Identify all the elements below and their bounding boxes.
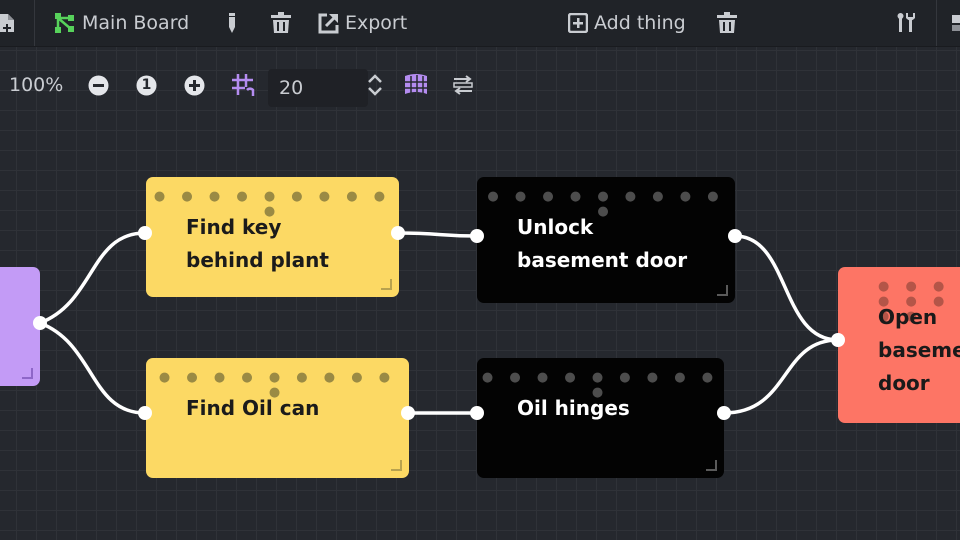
resize-handle[interactable] — [706, 460, 717, 471]
wire-unlock-to-open-door[interactable] — [734, 234, 839, 342]
add-thing-button[interactable]: Add thing — [568, 0, 686, 46]
zoom-out-button[interactable] — [88, 65, 109, 105]
node-unlock-basement-door[interactable]: ● ● ● ● ● ● ● ● ● ● Unlock basement door — [477, 177, 735, 303]
minus-circle-icon — [88, 75, 109, 96]
drag-handle[interactable]: ● ● ● ● ● ● ● ● ● ● — [487, 189, 725, 219]
node-title: Open baseme door — [878, 301, 960, 400]
grid-snap-icon — [231, 73, 255, 97]
wire-start-to-find-oil[interactable] — [39, 321, 146, 415]
port-start-out[interactable] — [33, 316, 47, 330]
plus-circle-icon — [184, 75, 205, 96]
zoom-in-button[interactable] — [184, 65, 205, 105]
zoom-toolbar: 100% 1 — [0, 65, 500, 105]
snap-size-value: 20 — [279, 77, 304, 99]
main-board-button[interactable]: Main Board — [54, 0, 189, 46]
snap-grid-toggle[interactable] — [231, 65, 255, 105]
drag-handle[interactable]: ● ● ● ● ● ● ● ● ● ● — [481, 370, 720, 400]
port-find-key-out[interactable] — [391, 226, 405, 240]
node-open-basement-door[interactable]: ● ● ● ● ● ● ● ● ● ● Open baseme door — [838, 267, 960, 423]
node-title-line: Oil hinges — [517, 396, 630, 420]
node-title-line: Unlock — [517, 215, 594, 239]
node-find-key[interactable]: ● ● ● ● ● ● ● ● ● ● Find key behind plan… — [146, 177, 399, 297]
wire-start-to-find-key[interactable] — [39, 231, 146, 325]
node-title: Oil hinges — [517, 392, 630, 425]
export-button[interactable]: Export — [318, 0, 407, 46]
resize-handle[interactable] — [391, 460, 402, 471]
wire-oil-hinges-to-open-door[interactable] — [723, 338, 839, 415]
delete-thing-trash-icon[interactable] — [717, 0, 737, 46]
resize-handle[interactable] — [717, 285, 728, 296]
port-open-door-in[interactable] — [831, 333, 845, 347]
node-find-oil-can[interactable]: ● ● ● ● ● ● ● ● ● ● Find Oil can — [146, 358, 409, 478]
zoom-level: 100% — [9, 74, 64, 96]
delete-board-trash-icon[interactable] — [271, 0, 291, 46]
align-options-button[interactable] — [452, 65, 474, 105]
rename-pencil-icon[interactable] — [226, 0, 238, 46]
drag-handle[interactable]: ● ● ● ● ● ● ● ● ● ● — [158, 370, 397, 400]
resize-handle[interactable] — [381, 279, 392, 290]
port-unlock-in[interactable] — [470, 229, 484, 243]
node-title-line: Open — [878, 305, 938, 329]
panel-icon[interactable] — [952, 0, 960, 46]
node-oil-hinges[interactable]: ● ● ● ● ● ● ● ● ● ● Oil hinges — [477, 358, 724, 478]
export-label: Export — [345, 12, 408, 34]
zoom-reset-button[interactable]: 1 — [136, 65, 157, 105]
drag-handle[interactable]: ● ● ● ● ● ● ● ● ● ● — [153, 189, 392, 219]
snap-size-spinner[interactable] — [367, 65, 383, 105]
node-title: Find Oil can — [186, 392, 319, 425]
tools-settings-icon[interactable] — [896, 0, 916, 46]
port-oil-hinges-out[interactable] — [717, 406, 731, 420]
port-oil-hinges-in[interactable] — [470, 406, 484, 420]
toolbar-divider — [34, 0, 35, 46]
toolbar-divider-right — [936, 0, 937, 46]
board-canvas[interactable]: 100% 1 20 — [0, 47, 960, 540]
node-title: Unlock basement door — [517, 211, 687, 277]
board-graph-icon — [54, 12, 76, 34]
node-title-line: door — [878, 371, 930, 395]
node-title-line: behind plant — [186, 248, 329, 272]
port-find-oil-out[interactable] — [401, 406, 415, 420]
snap-size-field[interactable]: 20 — [268, 69, 368, 107]
add-thing-label: Add thing — [594, 12, 686, 34]
resize-handle[interactable] — [22, 368, 33, 379]
port-find-key-in[interactable] — [138, 226, 152, 240]
export-icon — [318, 13, 339, 34]
node-title-line: Find key — [186, 215, 282, 239]
align-arrows-icon — [452, 74, 474, 96]
top-toolbar: Main Board Export Add thing — [0, 0, 960, 47]
add-box-icon — [568, 13, 588, 33]
drag-handle[interactable]: ● ● ● ● ● ● ● ● ● ● — [878, 279, 960, 324]
grid-display-icon — [403, 73, 429, 97]
main-board-label: Main Board — [82, 12, 190, 34]
wire-find-key-to-unlock[interactable] — [397, 231, 478, 238]
port-find-oil-in[interactable] — [138, 406, 152, 420]
port-unlock-out[interactable] — [728, 229, 742, 243]
zoom-reset-label: 1 — [141, 76, 152, 93]
up-down-chevron-icon — [367, 74, 383, 96]
new-file-icon[interactable] — [0, 0, 16, 46]
connection-wires — [39, 231, 839, 415]
one-circle-icon: 1 — [136, 75, 157, 96]
node-title-line: Find Oil can — [186, 396, 320, 420]
node-title-line: basement door — [517, 248, 688, 272]
grid-display-toggle[interactable] — [403, 65, 429, 105]
node-title: Find key behind plant — [186, 211, 329, 277]
node-title-line: baseme — [878, 338, 960, 362]
